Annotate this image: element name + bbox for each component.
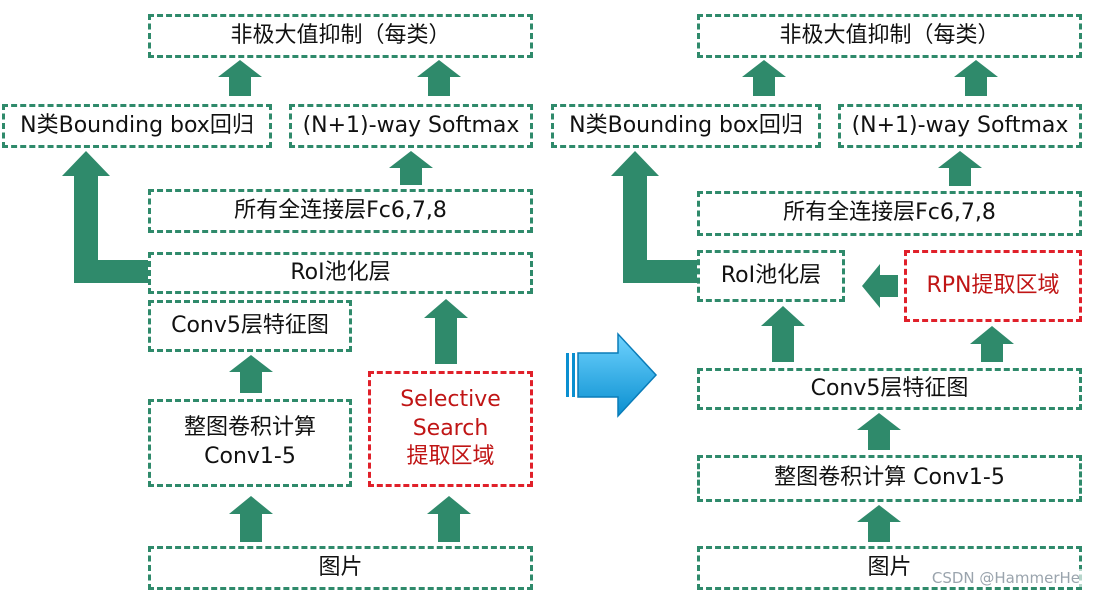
- right-conv5-feature-box: Conv5层特征图: [697, 368, 1082, 410]
- left-softmax-box: (N+1)-way Softmax: [289, 104, 533, 148]
- right-arrow-up-to-conv5-icon: [857, 413, 901, 450]
- left-arrow-up-from-image-2-icon: [427, 496, 471, 542]
- right-arrow-up-to-nms-2-icon: [954, 60, 998, 96]
- right-softmax-box: (N+1)-way Softmax: [838, 104, 1082, 148]
- right-arrow-up-to-roi-icon: [761, 306, 805, 362]
- left-bbox-regression-label: N类Bounding box回归: [20, 112, 254, 138]
- left-conv-compute-line-1: 整图卷积计算: [183, 415, 316, 441]
- right-arrow-left-from-rpn-icon: [862, 264, 898, 308]
- left-conv-compute-box: 整图卷积计算 Conv1-5: [148, 399, 352, 487]
- right-fc-layers-box: 所有全连接层Fc6,7,8: [697, 191, 1082, 236]
- left-arrow-up-from-image-icon: [229, 496, 273, 542]
- right-arrow-up-from-image-icon: [857, 505, 901, 542]
- left-bbox-regression-box: N类Bounding box回归: [2, 104, 272, 148]
- left-softmax-label: (N+1)-way Softmax: [302, 112, 520, 138]
- right-roi-pooling-box: RoI池化层: [697, 250, 845, 302]
- left-fc-layers-label: 所有全连接层Fc6,7,8: [234, 197, 447, 223]
- right-conv-compute-label: 整图卷积计算 Conv1-5: [774, 465, 1005, 491]
- watermark: CSDN @HammerHe: [929, 569, 1082, 587]
- left-selective-search-line-3: 提取区域: [406, 444, 495, 470]
- left-nms-label: 非极大值抑制（每类）: [230, 22, 451, 48]
- left-arrow-up-to-nms-icon: [218, 60, 262, 96]
- right-image-box: 图片: [697, 546, 1082, 590]
- right-roi-pooling-label: RoI池化层: [720, 262, 822, 288]
- left-arrow-up-to-softmax-icon: [389, 151, 433, 185]
- left-arrow-up-from-selective-icon: [424, 299, 468, 364]
- right-fc-layers-label: 所有全连接层Fc6,7,8: [783, 200, 996, 226]
- left-arrow-up-to-nms-2-icon: [417, 60, 461, 96]
- right-nms-box: 非极大值抑制（每类）: [697, 14, 1082, 58]
- right-conv-compute-box: 整图卷积计算 Conv1-5: [697, 455, 1082, 502]
- right-bbox-regression-label: N类Bounding box回归: [569, 112, 803, 138]
- left-selective-search-line-1: Selective: [400, 387, 501, 413]
- left-roi-pooling-box: RoI池化层: [148, 252, 533, 294]
- left-fc-layers-box: 所有全连接层Fc6,7,8: [148, 189, 533, 233]
- right-arrow-up-to-nms-icon: [742, 60, 786, 96]
- right-rpn-box: RPN提取区域: [904, 250, 1082, 322]
- right-arrow-up-to-softmax-icon: [938, 151, 982, 186]
- left-selective-search-box: Selective Search 提取区域: [368, 371, 533, 487]
- left-l-arrow-to-bbox-icon: [62, 151, 148, 283]
- right-nms-label: 非极大值抑制（每类）: [779, 22, 1000, 48]
- left-selective-search-text: Selective Search 提取区域: [400, 386, 501, 472]
- left-image-label: 图片: [318, 554, 363, 580]
- left-image-box: 图片: [148, 546, 533, 590]
- left-nms-box: 非极大值抑制（每类）: [148, 14, 533, 58]
- left-conv-compute-line-2: Conv1-5: [204, 444, 296, 469]
- left-conv-compute-text: 整图卷积计算 Conv1-5: [184, 414, 316, 471]
- left-arrow-up-to-conv5-icon: [229, 355, 273, 393]
- right-image-label: 图片: [867, 554, 912, 580]
- left-conv5-feature-label: Conv5层特征图: [171, 312, 329, 338]
- transition-arrow-icon: [566, 332, 658, 418]
- left-selective-search-line-2: Search: [412, 415, 489, 441]
- right-arrow-up-to-rpn-icon: [970, 326, 1014, 362]
- right-softmax-label: (N+1)-way Softmax: [851, 112, 1069, 138]
- left-conv5-feature-box: Conv5层特征图: [148, 300, 352, 352]
- right-bbox-regression-box: N类Bounding box回归: [551, 104, 821, 148]
- right-rpn-label: RPN提取区域: [926, 272, 1060, 298]
- right-l-arrow-to-bbox-icon: [611, 151, 697, 283]
- right-conv5-feature-label: Conv5层特征图: [810, 375, 969, 401]
- left-roi-pooling-label: RoI池化层: [290, 259, 391, 285]
